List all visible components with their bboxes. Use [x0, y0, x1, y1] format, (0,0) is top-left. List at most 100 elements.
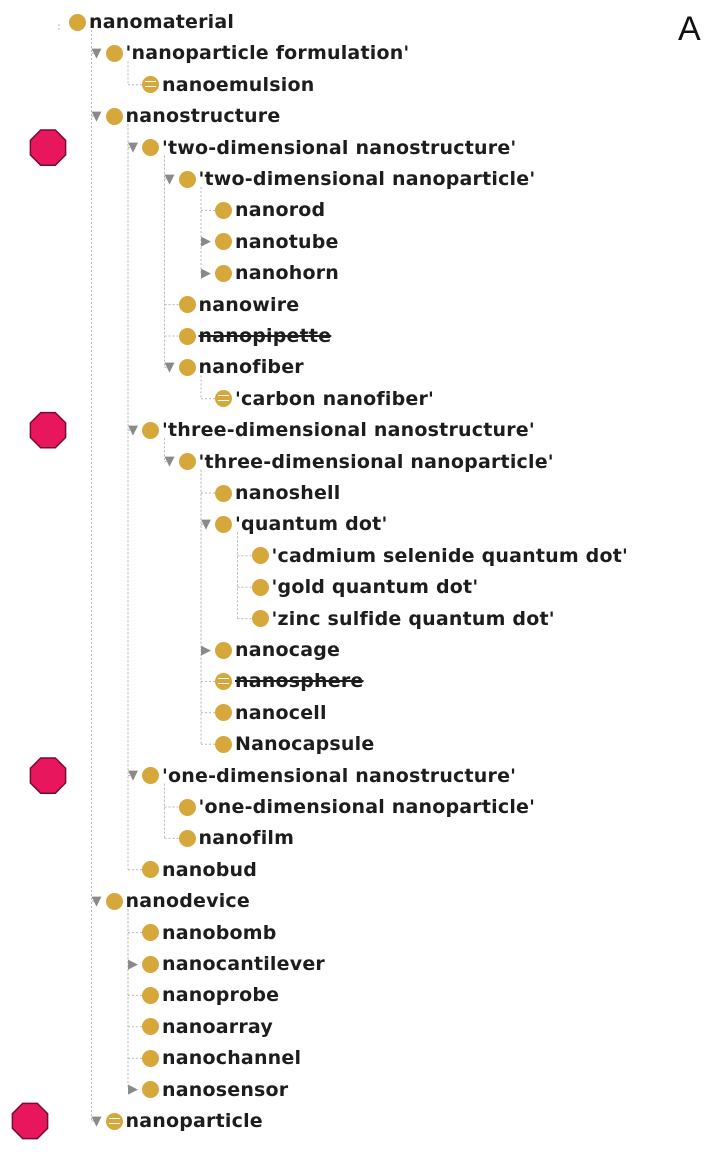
expand-toggle-icon[interactable]: ▼: [128, 140, 138, 156]
class-icon: [142, 1049, 159, 1067]
tree-node-label: nanomaterial: [89, 11, 235, 33]
tree-node[interactable]: ▼nanostructure: [90, 101, 281, 131]
tree-node-label: 'one-dimensional nanostructure': [162, 764, 517, 787]
class-icon: [142, 139, 159, 157]
expand-toggle-icon[interactable]: ▼: [91, 893, 102, 909]
tree-node[interactable]: nanowire: [163, 290, 300, 320]
panel-label: A: [678, 10, 701, 48]
class-icon: [105, 44, 123, 62]
tree-node[interactable]: ▶ nanosensor: [126, 1075, 288, 1105]
tree-node[interactable]: 'cadmium selenide quantum dot': [236, 541, 629, 571]
class-icon: [142, 861, 159, 879]
tree-node[interactable]: nanoemulsion: [126, 70, 314, 100]
tree-node-label: nanotube: [235, 230, 339, 253]
tree-node[interactable]: ▼'three-dimensional nanoparticle': [163, 447, 554, 477]
class-icon: [142, 986, 159, 1004]
class-icon: [178, 798, 196, 816]
class-icon: [215, 201, 232, 219]
tree-node[interactable]: ▶ nanocage: [199, 635, 340, 665]
tree-node[interactable]: Nanocapsule: [199, 729, 374, 759]
tree-node-label: 'two-dimensional nanoparticle': [198, 168, 536, 190]
tree-node-label: nanofiber: [198, 356, 304, 379]
tree-node[interactable]: nanobud: [126, 855, 257, 885]
collapse-toggle-icon[interactable]: ▶: [128, 1082, 138, 1098]
expand-toggle-icon[interactable]: ▼: [164, 359, 175, 375]
tree-node-label: 'two-dimensional nanostructure': [162, 136, 517, 159]
tree-node[interactable]: ▼ 'two-dimensional nanoparticle': [163, 164, 536, 194]
expand-toggle-icon[interactable]: ▼: [201, 516, 211, 532]
class-icon: [215, 233, 232, 251]
tree-node[interactable]: nanochannel: [126, 1043, 301, 1073]
collapse-toggle-icon[interactable]: ▶: [201, 642, 211, 658]
expand-toggle-icon[interactable]: ▼: [91, 108, 102, 124]
tree-node[interactable]: nanobomb: [126, 918, 277, 948]
tree-node-label: 'one-dimensional nanoparticle': [198, 796, 536, 818]
tree-node[interactable]: 'one-dimensional nanoparticle': [163, 792, 536, 822]
class-icon: [178, 327, 196, 345]
tree-node-label: nanoprobe: [162, 984, 280, 1007]
tree-node[interactable]: 'zinc sulfide quantum dot': [236, 604, 555, 634]
tree-node[interactable]: nanofilm: [163, 823, 295, 853]
tree-node-label: 'gold quantum dot': [271, 576, 479, 599]
tree-node-label: nanocell: [235, 701, 327, 724]
class-icon: [215, 641, 232, 659]
tree-node[interactable]: nanomaterial: [53, 7, 234, 37]
tree-node[interactable]: nanopipette: [163, 321, 332, 351]
tree-node[interactable]: nanorod: [199, 195, 325, 225]
defined-class-icon: [215, 672, 232, 690]
defined-class-icon: [215, 390, 232, 408]
tree-node[interactable]: ▼ nanofiber: [163, 352, 304, 382]
tree-node[interactable]: nanosphere: [199, 666, 364, 696]
tree-node-label: nanoemulsion: [162, 73, 315, 96]
expand-toggle-icon[interactable]: ▼: [128, 422, 138, 438]
tree-node-label: nanocage: [235, 639, 341, 661]
tree-node-label: nanosensor: [162, 1078, 289, 1101]
expand-toggle-icon[interactable]: ▼: [91, 45, 102, 61]
tree-node-label: nanofilm: [198, 827, 295, 850]
tree-node[interactable]: 'gold quantum dot': [236, 572, 479, 602]
tree-node[interactable]: nanoprobe: [126, 980, 279, 1010]
tree-node-label: nanochannel: [162, 1047, 302, 1070]
tree-node[interactable]: ▼ nanoparticle: [90, 1106, 263, 1136]
class-icon: [251, 578, 269, 596]
tree-node-label: Nanocapsule: [235, 733, 375, 756]
expand-toggle-icon[interactable]: ▼: [91, 1113, 102, 1129]
expand-toggle-icon[interactable]: ▼: [164, 454, 175, 470]
tree-node[interactable]: ▶nanocantilever: [126, 949, 325, 979]
tree-node[interactable]: ▶nanohorn: [199, 258, 339, 288]
class-icon: [215, 515, 232, 533]
collapse-toggle-icon[interactable]: ▶: [201, 234, 211, 250]
tree-node[interactable]: ▼ 'two-dimensional nanostructure': [126, 133, 516, 163]
tree-node-label: nanoparticle: [125, 1110, 263, 1132]
expand-toggle-icon[interactable]: ▼: [164, 171, 175, 187]
class-icon: [142, 924, 159, 942]
highlight-octagon-marker: [29, 129, 67, 166]
tree-node[interactable]: 'carbon nanofiber': [199, 384, 434, 414]
class-icon: [69, 13, 86, 31]
collapse-toggle-icon[interactable]: ▶: [201, 265, 211, 281]
tree-node[interactable]: ▶ nanotube: [199, 227, 339, 257]
tree-node[interactable]: ▼'quantum dot': [199, 509, 387, 539]
class-icon: [215, 704, 232, 722]
tree-node[interactable]: ▼ 'three-dimensional nanostructure': [126, 415, 535, 445]
tree-node-label: 'three-dimensional nanostructure': [162, 419, 535, 442]
class-icon: [178, 296, 196, 314]
tree-node[interactable]: ▼ nanodevice: [90, 886, 250, 916]
tree-node[interactable]: nanocell: [199, 698, 327, 728]
tree-node[interactable]: nanoarray: [126, 1012, 273, 1042]
class-icon: [215, 735, 232, 753]
tree-node-label: nanosphere: [235, 670, 364, 693]
defined-class-icon: [142, 76, 159, 94]
tree-node-label: 'zinc sulfide quantum dot': [271, 607, 555, 630]
tree-node-label: nanodevice: [125, 890, 250, 913]
collapse-toggle-icon[interactable]: ▶: [128, 956, 138, 972]
tree-node[interactable]: ▼ 'one-dimensional nanostructure': [126, 761, 516, 791]
class-icon: [142, 955, 159, 973]
class-icon: [142, 1018, 159, 1036]
class-icon: [178, 358, 196, 376]
expand-toggle-icon[interactable]: ▼: [128, 768, 138, 784]
tree-node-label: nanobud: [162, 858, 258, 881]
tree-node[interactable]: nanoshell: [199, 478, 340, 508]
tree-node[interactable]: ▼'nanoparticle formulation': [90, 38, 410, 68]
